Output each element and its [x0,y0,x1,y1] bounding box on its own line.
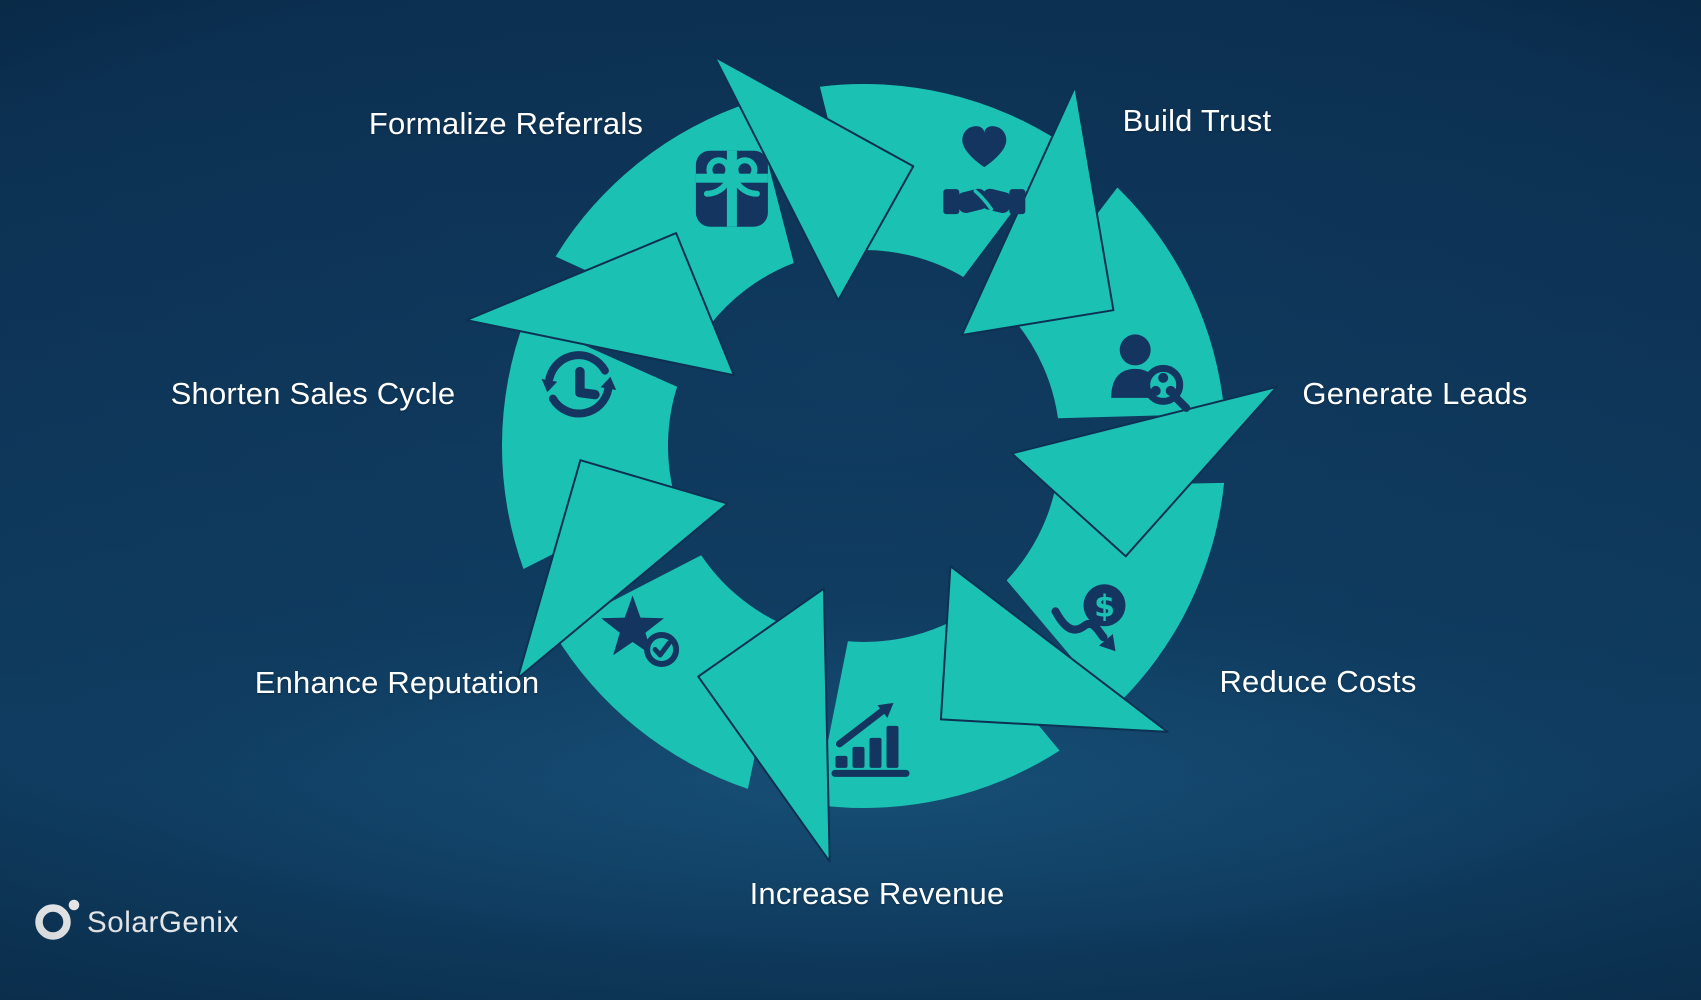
label-reduce-costs: Reduce Costs [1219,664,1417,699]
label-increase-revenue: Increase Revenue [749,876,1005,911]
logo-ring [35,904,71,940]
label-build-trust: Build Trust [1122,103,1272,138]
label-generate-leads: Generate Leads [1302,376,1528,411]
label-shorten-sales-cycle: Shorten Sales Cycle [170,376,456,411]
svg-text:$: $ [1094,589,1115,624]
label-enhance-reputation: Enhance Reputation [254,665,540,700]
label-formalize-referrals: Formalize Referrals [368,106,644,141]
solargenix-logo: SolarGenix [30,888,310,955]
brand-name: SolarGenix [87,906,239,939]
logo-dot [68,899,80,911]
solargenix-logo-icon: SolarGenix [35,899,239,940]
gift-icon [695,150,768,227]
